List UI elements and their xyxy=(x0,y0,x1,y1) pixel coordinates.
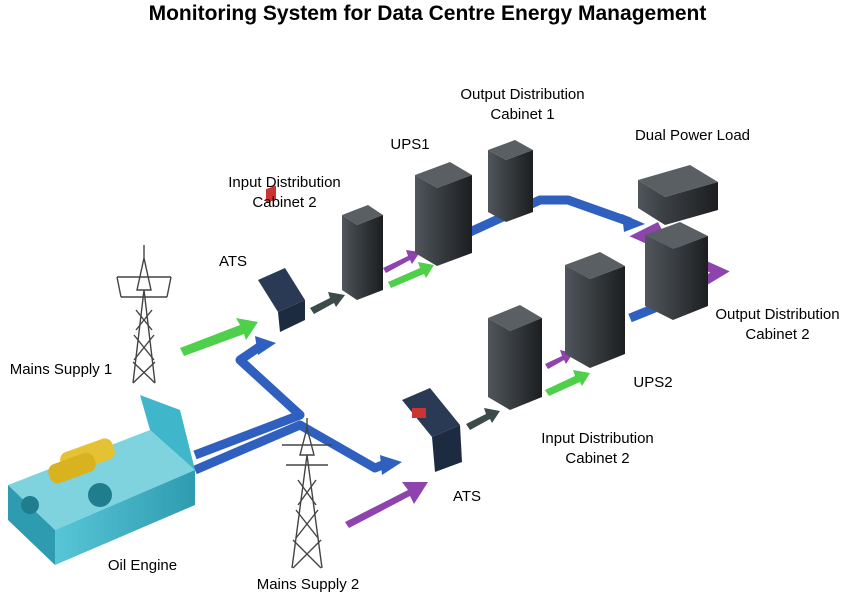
blue-arrowheads xyxy=(255,214,645,475)
label-ups1: UPS1 xyxy=(390,136,430,153)
page-title: Monitoring System for Data Centre Energy… xyxy=(148,2,707,25)
blue-line-ups2-to-cabinet2 xyxy=(628,303,657,323)
label-output-cabinet-2-line2: Cabinet 2 xyxy=(745,326,810,343)
label-input-cabinet-bottom: Input Distribution Cabinet 2 xyxy=(520,429,675,469)
label-input-cabinet-top: Input Distribution Cabinet 2 xyxy=(207,173,362,213)
label-input-cabinet-top-line2: Cabinet 2 xyxy=(252,194,317,211)
ups2-graphic xyxy=(565,252,625,368)
green-arrow-mains1 xyxy=(180,318,258,356)
label-output-cabinet-2-line1: Output Distribution xyxy=(715,306,840,323)
label-input-cabinet-bottom-line2: Cabinet 2 xyxy=(565,450,630,467)
blue-arrowhead-load xyxy=(622,214,645,232)
ups1-graphic xyxy=(415,162,472,266)
blue-line-engine-to-ats-top xyxy=(193,341,305,460)
purple-arrow-ups1 xyxy=(383,250,420,273)
purple-arrow-mains2 xyxy=(345,482,428,528)
dual-power-load-graphic xyxy=(638,165,718,225)
label-mains-supply-1: Mains Supply 1 xyxy=(9,361,113,378)
label-input-cabinet-top-line1: Input Distribution xyxy=(228,174,341,191)
green-arrow-ups2 xyxy=(545,370,590,396)
ats-top-graphic xyxy=(258,185,305,332)
label-mains-supply-2: Mains Supply 2 xyxy=(256,576,360,593)
output-cabinet-2-graphic xyxy=(645,222,708,320)
mains-supply-1-tower xyxy=(116,245,172,384)
purple-arrow-ups2 xyxy=(545,350,573,369)
oil-engine-graphic xyxy=(8,395,195,565)
mains-supply-2-tower xyxy=(282,418,332,569)
label-output-cabinet-1-line2: Cabinet 1 xyxy=(490,106,555,123)
label-oil-engine: Oil Engine xyxy=(107,557,178,574)
green-arrows xyxy=(180,262,590,396)
label-ats-bottom: ATS xyxy=(452,488,482,505)
purple-arrows xyxy=(345,250,573,528)
label-ups2: UPS2 xyxy=(633,374,673,391)
label-output-cabinet-1: Output Distribution Cabinet 1 xyxy=(440,85,605,125)
label-output-cabinet-2: Output Distribution Cabinet 2 xyxy=(700,305,855,345)
input-cabinet-bottom-graphic xyxy=(488,305,542,410)
output-cabinet-1-graphic xyxy=(488,140,533,222)
label-input-cabinet-bottom-line1: Input Distribution xyxy=(541,430,654,447)
dark-arrow-ats-bottom xyxy=(466,408,500,430)
blue-arrowhead-ats-top xyxy=(255,336,276,355)
green-arrow-ups1 xyxy=(388,262,434,288)
ats-bottom-graphic xyxy=(402,388,462,472)
label-dual-power-load: Dual Power Load xyxy=(634,127,751,144)
dark-arrows xyxy=(310,292,500,430)
input-cabinet-top-graphic xyxy=(342,205,383,300)
label-output-cabinet-1-line1: Output Distribution xyxy=(460,86,585,103)
dark-arrow-ats-top xyxy=(310,292,345,314)
blue-arrowhead-ats-bottom xyxy=(380,455,402,475)
label-ats-top: ATS xyxy=(218,253,248,270)
